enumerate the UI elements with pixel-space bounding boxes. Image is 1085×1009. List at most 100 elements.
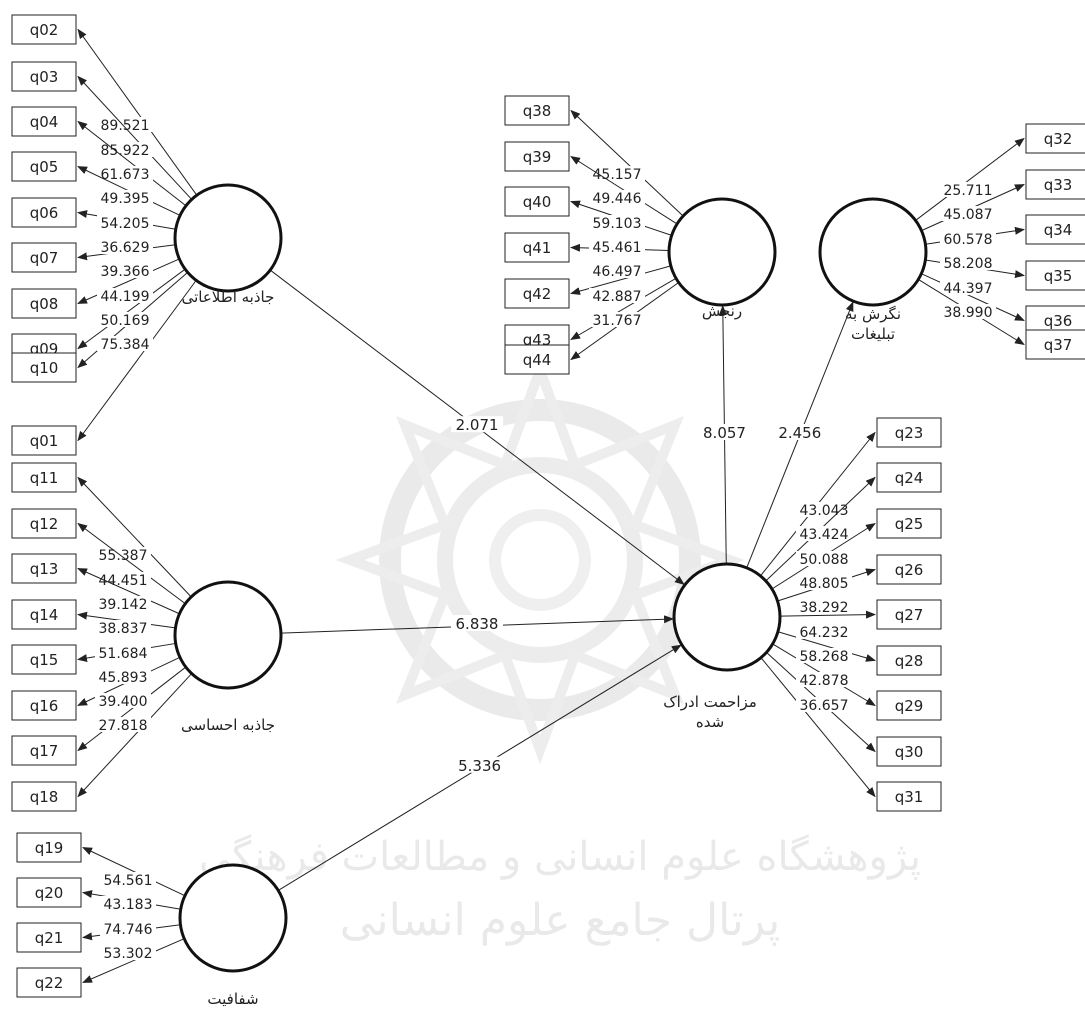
indicator-label-q18: q18 (30, 788, 59, 806)
path-value-intrus-attitude: 2.456 (778, 424, 821, 442)
indicator-box-q03[interactable] (11, 61, 77, 92)
indicator-box-q39[interactable] (504, 141, 570, 172)
indicator-box-q04[interactable] (11, 106, 77, 137)
indicator-box-q10[interactable] (11, 352, 77, 383)
weight-bg-q35 (940, 255, 996, 270)
edge-intrus-q31 (760, 657, 876, 798)
indicator-label-q04: q04 (30, 113, 59, 131)
indicator-box-q17[interactable] (11, 735, 77, 766)
indicator-box-q33[interactable] (1025, 169, 1085, 200)
weight-bg-q25 (796, 551, 852, 566)
edge-emot-q18 (77, 673, 193, 798)
weight-bg-q26 (796, 575, 852, 590)
indicator-box-q42[interactable] (504, 278, 570, 309)
indicator-label-q27: q27 (895, 606, 924, 624)
indicator-box-q35[interactable] (1025, 260, 1085, 291)
weight-q25: 50.088 (800, 552, 849, 568)
weight-q22: 53.302 (104, 946, 153, 962)
weight-q27: 38.292 (800, 600, 849, 616)
indicator-box-q15[interactable] (11, 644, 77, 675)
indicator-box-q22[interactable] (16, 967, 82, 998)
indicator-box-q40[interactable] (504, 186, 570, 217)
edge-intrus-q28 (777, 631, 876, 662)
indicator-box-q13[interactable] (11, 553, 77, 584)
weight-bg-q20 (100, 896, 156, 911)
indicator-label-q22: q22 (35, 974, 64, 992)
edge-info-q01 (77, 280, 197, 442)
construct-info[interactable] (173, 183, 283, 293)
weight-q21: 74.746 (104, 922, 153, 938)
construct-label-attitude-0: نگرش به (845, 305, 901, 323)
weight-bg-q41 (589, 239, 645, 254)
construct-intrus[interactable] (672, 562, 782, 672)
construct-attitude[interactable] (818, 197, 928, 307)
indicator-box-q25[interactable] (876, 508, 942, 539)
weight-q11: 55.387 (99, 548, 148, 564)
path-value-transp-intrus: 5.336 (458, 757, 501, 775)
indicator-box-q34[interactable] (1025, 214, 1085, 245)
edge-info-q03 (77, 75, 193, 200)
path-value-bg-info-intrus (451, 416, 504, 433)
indicator-box-q08[interactable] (11, 288, 77, 319)
weight-q17: 39.400 (99, 694, 148, 710)
indicator-box-q28[interactable] (876, 645, 942, 676)
weight-bg-q13 (95, 596, 151, 611)
indicator-box-q30[interactable] (876, 736, 942, 767)
indicator-box-q11[interactable] (11, 462, 77, 493)
weight-bg-q19 (100, 872, 156, 887)
indicator-box-q02[interactable] (11, 14, 77, 45)
construct-emot[interactable] (173, 580, 283, 690)
indicator-box-q20[interactable] (16, 877, 82, 908)
indicator-box-q18[interactable] (11, 781, 77, 812)
indicator-box-q44[interactable] (504, 344, 570, 375)
indicator-box-q38[interactable] (504, 95, 570, 126)
weight-bg-q14 (95, 620, 151, 635)
weight-q39: 49.446 (593, 191, 642, 207)
indicator-box-q24[interactable] (876, 462, 942, 493)
weight-q35: 58.208 (944, 256, 993, 272)
indicator-box-q26[interactable] (876, 554, 942, 585)
indicator-box-q32[interactable] (1025, 123, 1085, 154)
weight-q06: 54.205 (101, 216, 150, 232)
weight-q03: 85.922 (101, 143, 150, 159)
weight-bg-q29 (796, 648, 852, 663)
indicator-box-q41[interactable] (504, 232, 570, 263)
indicator-box-q27[interactable] (876, 599, 942, 630)
weight-bg-q21 (100, 921, 156, 936)
indicator-box-q21[interactable] (16, 922, 82, 953)
watermark-line-1: پژوهشگاه علوم انسانی و مطالعات فرهنگی (199, 834, 921, 880)
indicator-label-q39: q39 (523, 148, 552, 166)
indicator-label-q24: q24 (895, 469, 924, 487)
indicator-box-q12[interactable] (11, 508, 77, 539)
weight-q32: 25.711 (944, 183, 993, 199)
weight-q04: 61.673 (101, 167, 150, 183)
construct-label-intrus-1: شده (696, 713, 724, 731)
indicator-box-q07[interactable] (11, 242, 77, 273)
indicator-box-q37[interactable] (1025, 329, 1085, 360)
weight-bg-q10 (97, 312, 153, 327)
weight-q14: 38.837 (99, 621, 148, 637)
indicator-box-q31[interactable] (876, 781, 942, 812)
indicator-box-q29[interactable] (876, 690, 942, 721)
nodes-layer: q02q03q04q05q06q07q08q09q10q01q11q12q13q… (11, 14, 1085, 1008)
watermark-emblem (335, 355, 745, 765)
indicator-label-q32: q32 (1044, 130, 1073, 148)
indicator-box-q05[interactable] (11, 151, 77, 182)
indicator-box-q14[interactable] (11, 599, 77, 630)
weight-q10: 50.169 (101, 313, 150, 329)
weight-bg-q02 (97, 117, 153, 132)
indicator-label-q29: q29 (895, 697, 924, 715)
indicator-box-q23[interactable] (876, 417, 942, 448)
indicator-box-q19[interactable] (16, 832, 82, 863)
construct-annoy[interactable] (667, 197, 777, 307)
indicator-box-q16[interactable] (11, 690, 77, 721)
weight-q33: 45.087 (944, 207, 993, 223)
indicator-box-q01[interactable] (11, 425, 77, 456)
indicator-box-q06[interactable] (11, 197, 77, 228)
construct-transp[interactable] (178, 863, 288, 973)
indicator-label-q07: q07 (30, 249, 59, 267)
indicator-label-q08: q08 (30, 295, 59, 313)
weight-bg-q39 (589, 190, 645, 205)
indicator-label-q03: q03 (30, 68, 59, 86)
